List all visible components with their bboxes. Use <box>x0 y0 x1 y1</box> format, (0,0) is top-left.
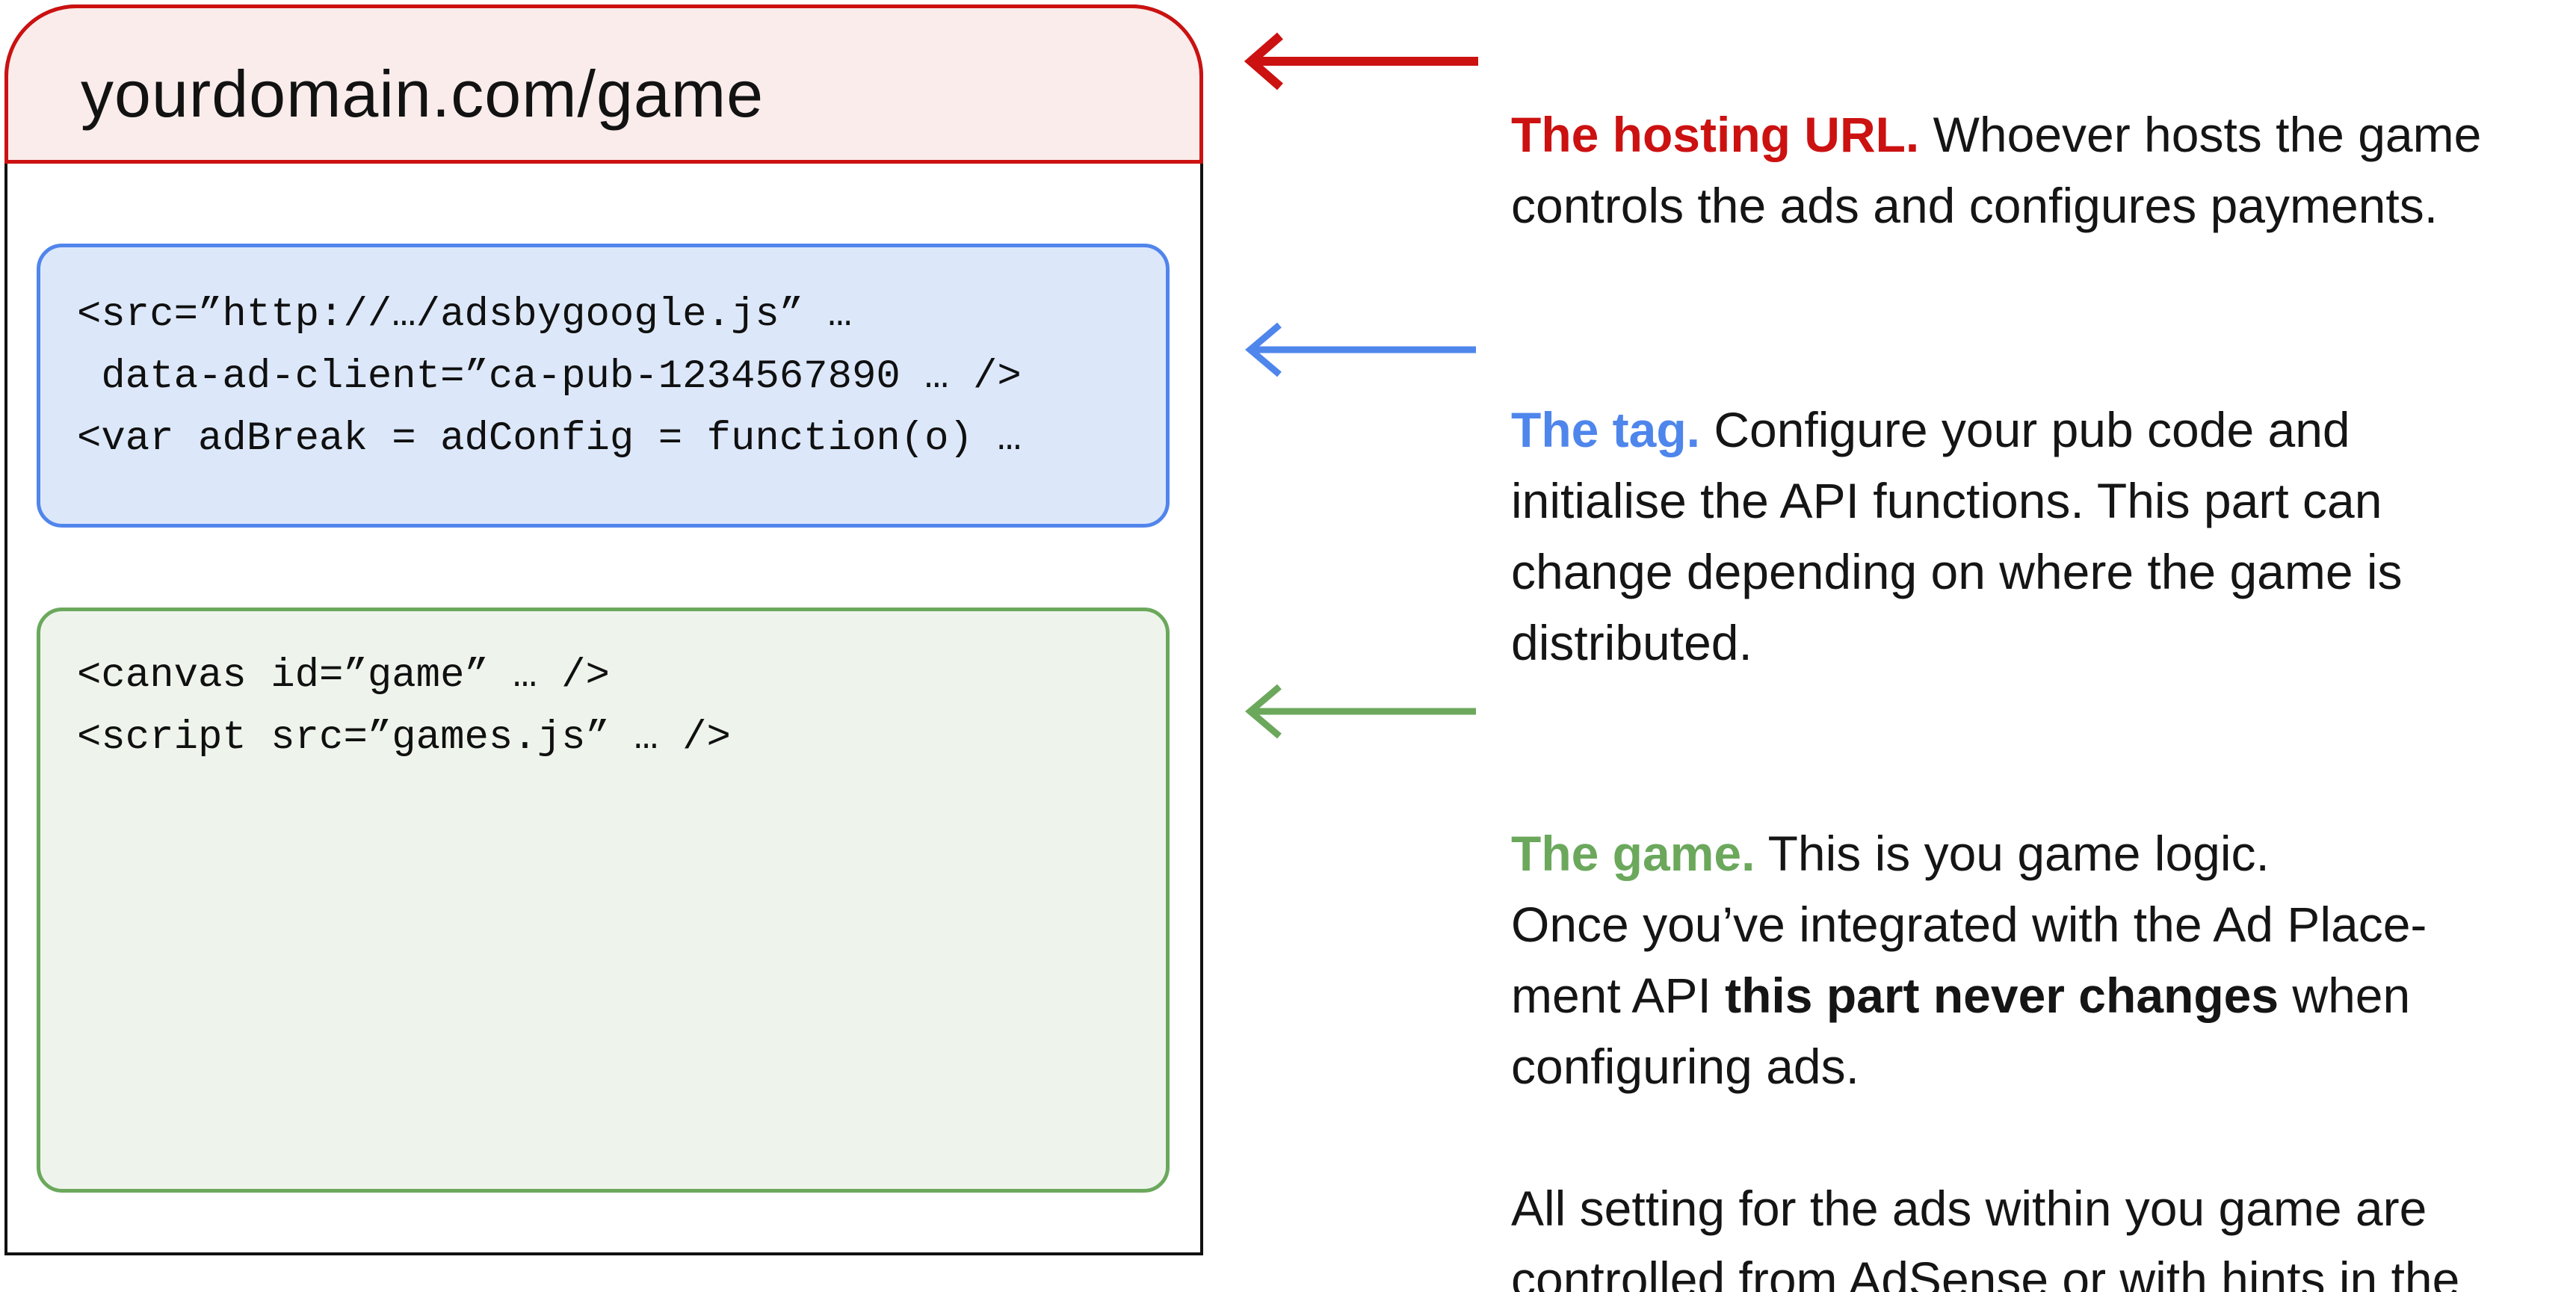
annotation-game: The game. This is you game logic. Once y… <box>1511 676 2572 1292</box>
ad-tag-code-text: <src=”http://…/adsbygoogle.js” … data-ad… <box>77 292 1022 462</box>
hosting-url-text: yourdomain.com/game <box>81 56 765 131</box>
game-code-text: <canvas id=”game” … /> <script src=”game… <box>77 653 731 761</box>
annotation-tag-text: Configure your pub code and initialise t… <box>1511 402 2403 670</box>
green-left-arrow-icon <box>1241 663 1487 760</box>
ad-tag-code-box: <src=”http://…/adsbygoogle.js” … data-ad… <box>37 244 1170 528</box>
annotation-hosting-url-lead: The hosting URL. <box>1511 107 1920 162</box>
annotation-game-paragraph-2: All setting for the ads within you game … <box>1511 1181 2460 1292</box>
annotation-tag-lead: The tag. <box>1511 402 1701 457</box>
browser-window: yourdomain.com/game <src=”http://…/adsby… <box>4 4 1203 1255</box>
annotation-game-paragraph-1: The game. This is you game logic. Once y… <box>1511 747 2572 1102</box>
annotation-game-bold-text: this part never changes <box>1725 968 2279 1023</box>
annotation-game-lead: The game. <box>1511 826 1755 881</box>
url-bar: yourdomain.com/game <box>4 4 1203 164</box>
annotation-game-text-1: This is you game logic. Once you’ve inte… <box>1511 826 2427 1023</box>
annotation-tag: The tag. Configure your pub code and ini… <box>1511 324 2572 679</box>
game-code-box: <canvas id=”game” … /> <script src=”game… <box>37 608 1170 1193</box>
annotation-game-text-2: when configuring ads. <box>1511 968 2411 1094</box>
red-left-arrow-icon <box>1241 13 1487 110</box>
annotation-hosting-url-text: Whoever hosts the game controls the ads … <box>1511 107 2482 233</box>
annotation-hosting-url: The hosting URL. Whoever hosts the game … <box>1511 28 2572 241</box>
blue-left-arrow-icon <box>1241 301 1487 398</box>
